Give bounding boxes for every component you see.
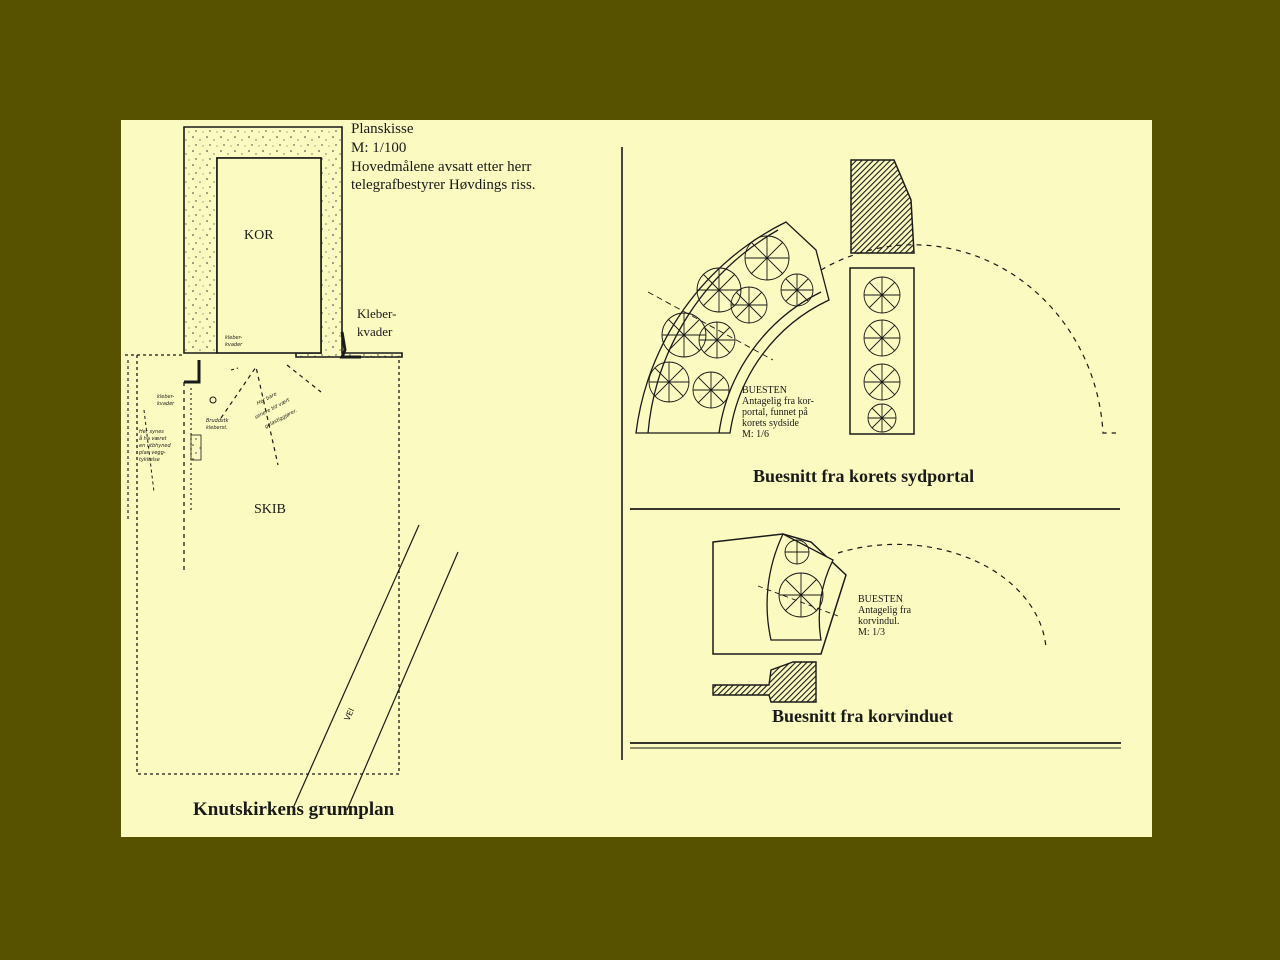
portal-arch xyxy=(635,159,1116,435)
hand-left-3: en utbhyned xyxy=(139,443,171,449)
portal-elevation-rosettes xyxy=(863,276,901,433)
window-desc-line2: korvindul. xyxy=(858,616,900,627)
portal-buesten-label: BUESTEN xyxy=(742,385,787,396)
plan-caption: Knutskirkens grunnplan xyxy=(193,799,395,820)
portal-dashed-arc xyxy=(820,244,1116,434)
portal-desc-line1: Antagelig fra kor- xyxy=(742,396,814,407)
hand-left-5: tykkelse xyxy=(139,457,160,463)
window-dashed-arc xyxy=(837,543,1047,649)
road-line-1 xyxy=(293,524,420,807)
portal-rosettes xyxy=(648,235,814,409)
hand-klebervader-2: kvader xyxy=(225,342,243,348)
hand-kleberkvader-small-1: kleber- xyxy=(157,394,175,400)
skib-label: SKIB xyxy=(254,502,286,517)
portal-arch-stone xyxy=(635,221,830,434)
hand-bruddstk-2: kleberst. xyxy=(206,425,228,431)
kleber-label-1: Kleber- xyxy=(357,306,397,321)
drawing-sheet: Planskisse M: 1/100 Hovedmålene avsatt e… xyxy=(121,120,1152,837)
hand-klebervader-1: kleber- xyxy=(225,335,243,341)
window-caption: Buesnitt fra korvinduet xyxy=(772,706,954,726)
portal-elevation xyxy=(849,267,915,435)
portal-scale: M: 1/6 xyxy=(742,429,769,440)
choir-interior xyxy=(216,157,322,354)
portal-axis xyxy=(647,291,774,361)
post-hole xyxy=(209,396,217,404)
kleber-mark-left xyxy=(184,360,201,384)
door-dashed-3 xyxy=(230,367,239,371)
hand-left-1: Her synes xyxy=(139,429,164,435)
window-arch xyxy=(712,533,1047,703)
window-buesten-label: BUESTEN xyxy=(858,594,903,605)
window-profile xyxy=(712,661,817,703)
window-scale: M: 1/3 xyxy=(858,627,885,638)
plan-scale: M: 1/100 xyxy=(351,140,407,156)
ground-plan xyxy=(125,126,459,811)
kleber-label-2: kvader xyxy=(357,324,393,339)
window-arch-band xyxy=(766,533,834,641)
kor-label: KOR xyxy=(244,228,274,243)
plan-note-line2: telegrafbestyrer Høvdings riss. xyxy=(351,177,536,193)
fragment-block xyxy=(190,434,202,461)
portal-desc-line2: portal, funnet på xyxy=(742,407,808,418)
road-line-2 xyxy=(346,551,459,811)
door-dashed-1 xyxy=(220,365,279,466)
hand-bruddstk-1: Bruddstk xyxy=(206,418,229,424)
line-drawing xyxy=(125,126,1121,811)
plan-sketch-title: Planskisse xyxy=(351,121,414,137)
portal-caption: Buesnitt fra korets sydportal xyxy=(753,466,975,486)
hand-left-2: å ha været xyxy=(139,436,167,442)
kleber-mark-right xyxy=(339,331,361,359)
door-dashed-2 xyxy=(286,364,322,393)
portal-arch-inner-band xyxy=(647,229,822,434)
hand-left-4: plan vegg- xyxy=(139,450,166,456)
hand-kleberkvader-small-2: kvader xyxy=(157,401,175,407)
portal-desc-line3: korets sydside xyxy=(742,418,799,429)
portal-profile xyxy=(850,159,915,254)
nave-outline xyxy=(125,354,400,775)
window-desc-line1: Antagelig fra xyxy=(858,605,912,616)
window-rosettes xyxy=(778,539,824,618)
small-arrow-left xyxy=(143,409,155,493)
plan-note-line1: Hovedmålene avsatt etter herr xyxy=(351,159,532,175)
